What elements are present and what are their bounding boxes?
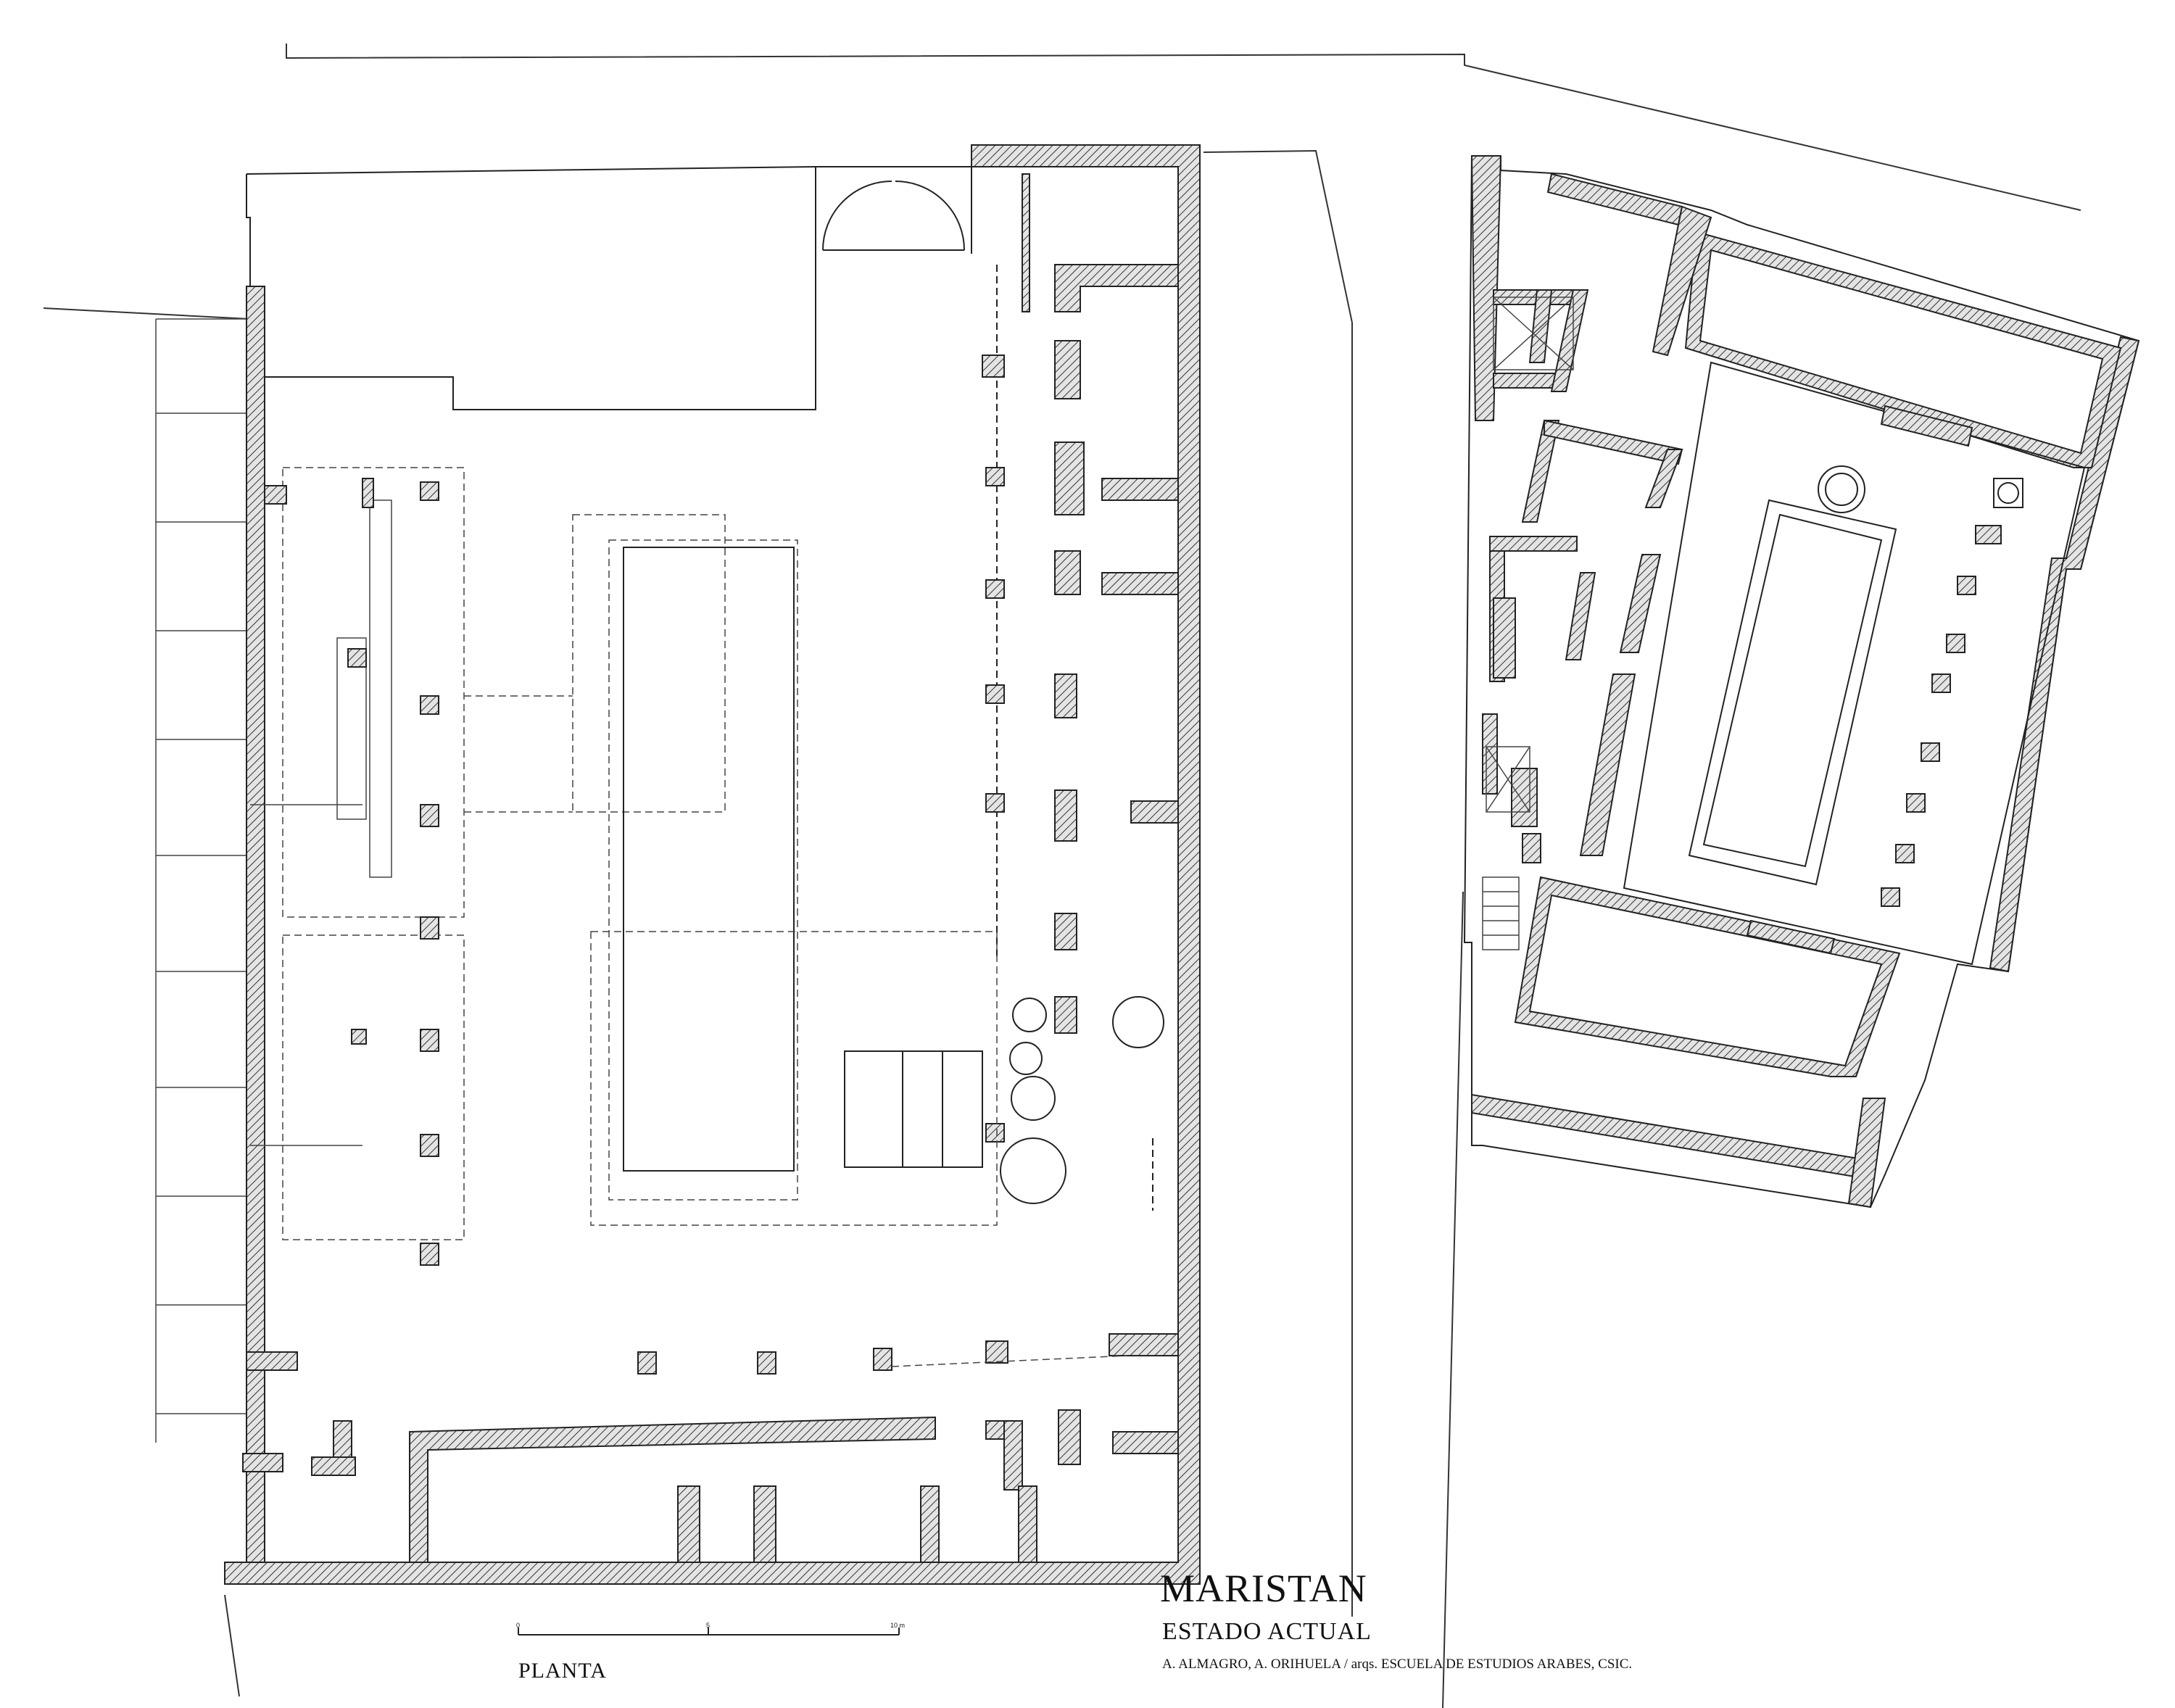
house-west-rooms: [1482, 173, 1712, 863]
street-line-left-bottom: [224, 1594, 240, 1697]
south-hall-inner: [1528, 894, 1883, 1067]
street-boundary-mid: [1203, 149, 1353, 323]
scale-tick-5: 5: [706, 1622, 710, 1629]
north-hall-inner: [1699, 249, 2104, 455]
view-label: PLANTA: [518, 1659, 607, 1683]
north-wall-line: [246, 166, 816, 175]
drawing-title: MARISTAN: [1160, 1567, 1367, 1610]
central-pool: [464, 514, 998, 1226]
street-line-left: [43, 307, 251, 320]
south-gallery-line: [891, 1355, 1128, 1367]
street-boundary-top: [286, 43, 2081, 211]
street-line-right-bottom: [1442, 891, 1464, 1708]
drawing-subtitle: ESTADO ACTUAL: [1162, 1618, 1372, 1645]
east-outer-wall: [224, 144, 1201, 1585]
scale-tick-10: 10 m: [890, 1622, 906, 1629]
south-annex-east: [1847, 1098, 1886, 1209]
south-rooms: [242, 1351, 1179, 1563]
courtyard-house-plan: [1463, 155, 2140, 1209]
maristan-plan: [224, 144, 1201, 1585]
scale-bar: [518, 1628, 900, 1636]
staircases: [1482, 297, 1574, 950]
house-gallery-piers: [1746, 919, 1836, 955]
scale-tick-0: 0: [516, 1622, 521, 1629]
south-piers: [637, 1333, 1179, 1375]
courtyard-piers: [1880, 405, 2002, 907]
basins: [844, 996, 1164, 1211]
west-piers: [264, 478, 439, 1266]
drawing-credits: A. ALMAGRO, A. ORIHUELA / arqs. ESCUELA …: [1162, 1657, 1633, 1672]
north-outline: [246, 166, 972, 410]
house-east-wall: [1989, 336, 2140, 973]
entrance-door: [815, 167, 972, 254]
neighbor-lot-lines: [155, 318, 250, 1443]
south-annex-wall: [1471, 1093, 1868, 1180]
east-rooms: [982, 173, 1179, 1143]
west-rooms: [250, 467, 465, 1240]
